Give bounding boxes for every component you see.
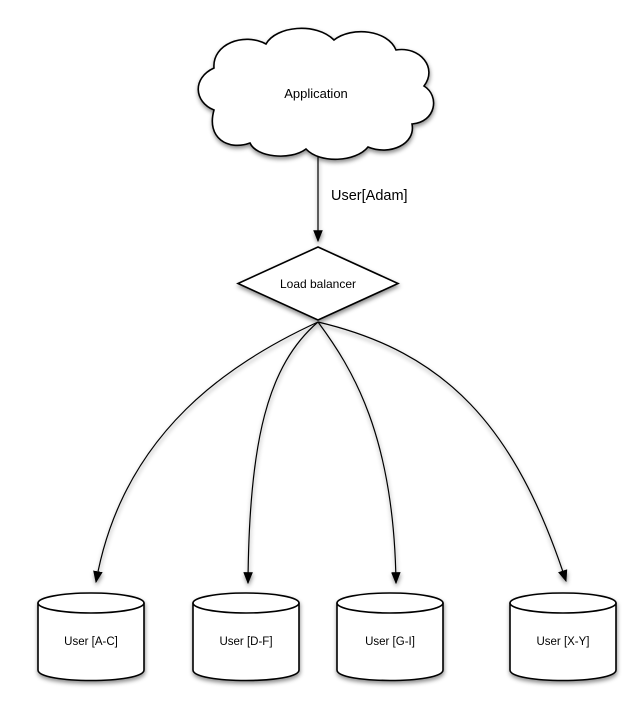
cylinder-body [509,603,617,682]
cylinder-body [336,603,444,682]
lb-to-shard-4-arrow [317,321,568,583]
lb-to-shard-1-arrow [93,321,319,584]
lb-to-shard-2-arrow [243,321,319,585]
request-edge-label: User[Adam] [331,188,408,204]
shard-label-2: User [D-F] [219,636,272,648]
shard-cylinder-2 [192,592,300,682]
shard-cylinder-4 [509,592,617,682]
lb-to-shard-3-arrow [317,321,401,585]
shard-label-3: User [G-I] [365,636,415,648]
cylinder-body [37,603,145,682]
shard-cylinder-1 [37,592,145,682]
cylinder-top [37,592,145,614]
cylinder-top [336,592,444,614]
load-balancer-label: Load balancer [280,277,356,291]
cylinder-top [192,592,300,614]
application-label: Application [284,86,348,101]
cylinder-body [192,603,300,682]
shard-cylinder-3 [336,592,444,682]
load-balancer-diamond [236,246,400,321]
application-cloud-shape [197,27,435,161]
shard-label-1: User [A-C] [64,636,118,648]
cylinder-top [509,592,617,614]
shard-label-4: User [X-Y] [536,636,589,648]
